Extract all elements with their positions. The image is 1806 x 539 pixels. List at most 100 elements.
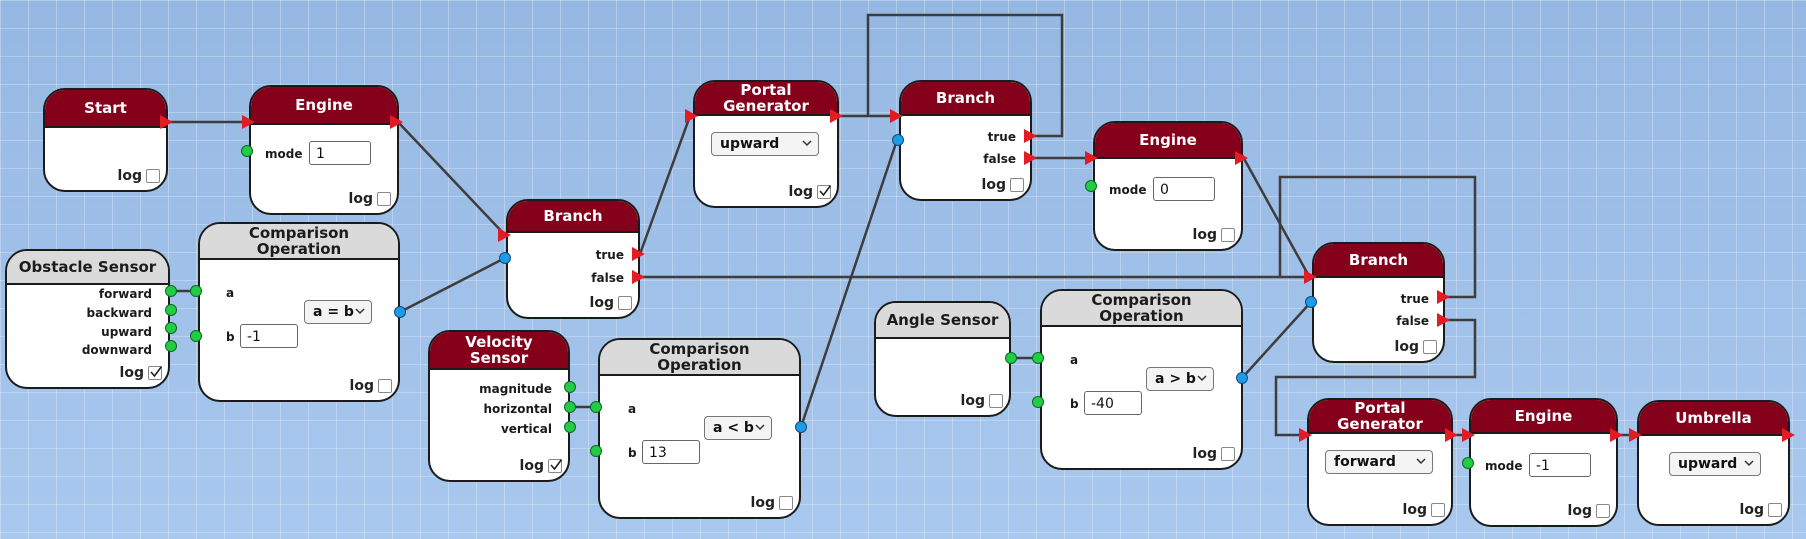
b-input-port[interactable] <box>190 330 202 342</box>
comparison-node[interactable]: Comparison Operation a b 13 a < b log <box>598 338 801 519</box>
flow-in-arrow[interactable] <box>685 109 698 123</box>
operator-select[interactable]: a < b <box>704 416 772 440</box>
mode-input-port[interactable] <box>1085 180 1097 192</box>
a-input-port[interactable] <box>590 401 602 413</box>
b-value-input[interactable]: 13 <box>642 440 700 464</box>
log-checkbox[interactable] <box>989 394 1003 408</box>
upward-port[interactable] <box>165 322 177 334</box>
operator-select[interactable]: a = b <box>304 300 372 324</box>
log-checkbox[interactable] <box>817 185 832 199</box>
branch-node[interactable]: Branch true false log <box>506 199 640 319</box>
flow-out-arrow[interactable] <box>1782 428 1795 442</box>
operator-select[interactable]: a > b <box>1146 367 1214 391</box>
direction-select[interactable]: forward <box>1325 450 1433 474</box>
engine-node[interactable]: Engine mode 1 log <box>249 85 399 215</box>
log-toggle[interactable]: log <box>789 184 832 200</box>
magnitude-port[interactable] <box>564 381 576 393</box>
a-input-port[interactable] <box>190 285 202 297</box>
log-toggle[interactable]: log <box>590 295 632 311</box>
mode-input-port[interactable] <box>241 145 253 157</box>
log-checkbox[interactable] <box>1010 178 1024 192</box>
log-checkbox[interactable] <box>1423 340 1437 354</box>
flow-out-arrow[interactable] <box>1445 428 1458 442</box>
start-node[interactable]: Start log <box>43 88 168 192</box>
flow-out-arrow[interactable] <box>830 109 843 123</box>
log-toggle[interactable]: log <box>1193 227 1235 243</box>
direction-select[interactable]: upward <box>1669 452 1761 476</box>
log-toggle[interactable]: log <box>120 365 163 381</box>
true-out-arrow[interactable] <box>1024 129 1037 143</box>
condition-input-port[interactable] <box>892 134 904 146</box>
downward-port[interactable] <box>165 340 177 352</box>
log-checkbox[interactable] <box>618 296 632 310</box>
mode-input[interactable]: 1 <box>309 141 371 165</box>
log-toggle[interactable]: log <box>982 177 1024 193</box>
log-toggle[interactable]: log <box>1403 502 1445 518</box>
mode-input[interactable]: -1 <box>1529 453 1591 477</box>
log-toggle[interactable]: log <box>350 378 392 394</box>
b-input-port[interactable] <box>1032 396 1044 408</box>
log-toggle[interactable]: log <box>1395 339 1437 355</box>
log-checkbox[interactable] <box>548 459 563 473</box>
log-toggle[interactable]: log <box>1740 502 1782 518</box>
comparison-node[interactable]: Comparison Operation a b -1 a = b log <box>198 222 400 402</box>
a-input-port[interactable] <box>1032 352 1044 364</box>
flow-out-arrow[interactable] <box>1610 428 1623 442</box>
log-toggle[interactable]: log <box>751 495 793 511</box>
portal-generator-node[interactable]: Portal Generator upward log <box>693 80 839 208</box>
flow-in-arrow[interactable] <box>890 109 903 123</box>
b-value-input[interactable]: -40 <box>1084 391 1142 415</box>
log-toggle[interactable]: log <box>349 191 391 207</box>
true-out-arrow[interactable] <box>632 247 645 261</box>
flow-out-arrow[interactable] <box>390 115 403 129</box>
log-checkbox[interactable] <box>377 192 391 206</box>
log-checkbox[interactable] <box>146 169 160 183</box>
engine-node[interactable]: Engine mode -1 log <box>1469 398 1618 527</box>
flow-out-arrow[interactable] <box>1235 151 1248 165</box>
log-checkbox[interactable] <box>1431 503 1445 517</box>
condition-input-port[interactable] <box>499 252 511 264</box>
angle-sensor-node[interactable]: Angle Sensor log <box>874 301 1011 417</box>
condition-input-port[interactable] <box>1305 296 1317 308</box>
log-toggle[interactable]: log <box>961 393 1003 409</box>
log-checkbox[interactable] <box>148 366 163 380</box>
log-checkbox[interactable] <box>1768 503 1782 517</box>
log-checkbox[interactable] <box>779 496 793 510</box>
result-output-port[interactable] <box>795 421 807 433</box>
comparison-node[interactable]: Comparison Operation a b -40 a > b log <box>1040 289 1243 470</box>
vertical-port[interactable] <box>564 421 576 433</box>
mode-input-port[interactable] <box>1462 457 1474 469</box>
true-out-arrow[interactable] <box>1437 290 1450 304</box>
false-out-arrow[interactable] <box>1024 151 1037 165</box>
backward-port[interactable] <box>165 304 177 316</box>
log-checkbox[interactable] <box>378 379 392 393</box>
horizontal-port[interactable] <box>564 401 576 413</box>
engine-node[interactable]: Engine mode 0 log <box>1093 121 1243 251</box>
b-value-input[interactable]: -1 <box>240 324 298 348</box>
velocity-sensor-node[interactable]: Velocity Sensor magnitude horizontal ver… <box>428 330 570 482</box>
log-checkbox[interactable] <box>1596 504 1610 518</box>
flow-in-arrow[interactable] <box>1304 270 1317 284</box>
b-input-port[interactable] <box>590 445 602 457</box>
mode-input[interactable]: 0 <box>1153 177 1215 201</box>
branch-node[interactable]: Branch true false log <box>1312 242 1445 363</box>
flow-in-arrow[interactable] <box>1462 428 1475 442</box>
result-output-port[interactable] <box>394 306 406 318</box>
umbrella-node[interactable]: Umbrella upward log <box>1637 400 1790 526</box>
flow-in-arrow[interactable] <box>1085 151 1098 165</box>
portal-generator-node[interactable]: Portal Generator forward log <box>1307 398 1453 526</box>
obstacle-sensor-node[interactable]: Obstacle Sensor forward backward upward … <box>5 249 170 389</box>
log-toggle[interactable]: log <box>1568 503 1610 519</box>
false-out-arrow[interactable] <box>632 270 645 284</box>
branch-node[interactable]: Branch true false log <box>899 80 1032 201</box>
flow-in-arrow[interactable] <box>242 115 255 129</box>
log-toggle[interactable]: log <box>520 458 563 474</box>
log-toggle[interactable]: log <box>1193 446 1235 462</box>
flow-in-arrow[interactable] <box>1299 428 1312 442</box>
false-out-arrow[interactable] <box>1437 313 1450 327</box>
flow-out-arrow[interactable] <box>160 115 173 129</box>
result-output-port[interactable] <box>1236 372 1248 384</box>
forward-port[interactable] <box>165 285 177 297</box>
flow-in-arrow[interactable] <box>1629 428 1642 442</box>
log-checkbox[interactable] <box>1221 228 1235 242</box>
